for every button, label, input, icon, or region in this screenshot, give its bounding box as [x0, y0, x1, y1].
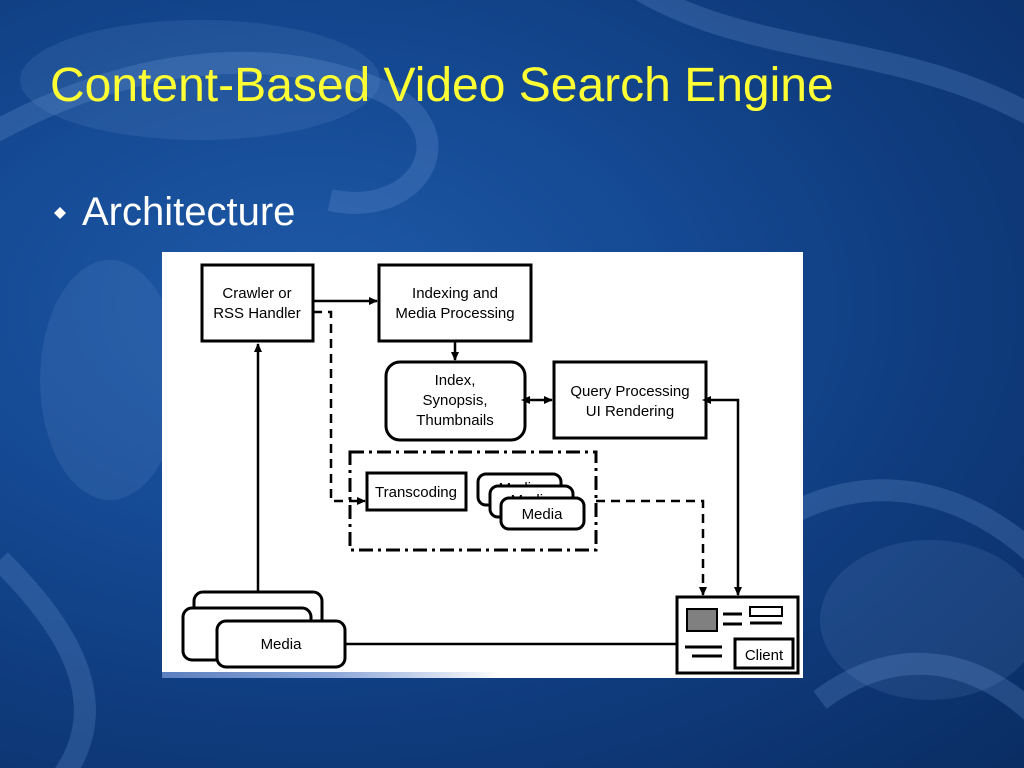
query-node: Query Processing UI Rendering [552, 360, 708, 440]
index-label-1: Index, [435, 372, 476, 389]
edge-query-client [702, 396, 742, 596]
transcoding-group [348, 450, 598, 552]
client-label: Client [745, 647, 784, 664]
transcoding-label: Transcoding [375, 484, 457, 501]
diagram-underline [162, 672, 502, 678]
indexing-label-2: Media Processing [395, 305, 514, 322]
transcoding-node: Transcoding [365, 471, 468, 512]
media-source-label: Media [261, 636, 303, 653]
media-stack: Media Media Media [476, 472, 586, 531]
bullet-text: Architecture [82, 190, 296, 234]
edge-crawler-transcoding [313, 310, 366, 505]
edge-transcoding-client [596, 499, 707, 596]
query-label-2: UI Rendering [586, 403, 674, 420]
client-node: Client [675, 595, 800, 675]
bullet-item: Architecture [52, 190, 295, 235]
indexing-node: Indexing and Media Processing [377, 263, 533, 343]
crawler-node: Crawler or RSS Handler [200, 263, 315, 343]
media-source-stack: Media [181, 590, 347, 669]
diamond-icon [54, 206, 66, 219]
index-store-node: Index, Synopsis, Thumbnails [384, 360, 527, 442]
index-label-3: Thumbnails [416, 412, 494, 429]
slide-title: Content-Based Video Search Engine [50, 59, 834, 112]
indexing-label-1: Indexing and [412, 285, 498, 302]
query-label-1: Query Processing [570, 383, 689, 400]
architecture-diagram: Crawler or RSS Handler Indexing and Medi… [162, 252, 803, 678]
index-label-2: Synopsis, [422, 392, 487, 409]
crawler-label-2: RSS Handler [213, 305, 301, 322]
crawler-label-1: Crawler or [222, 285, 291, 302]
media-stack-label: Media [522, 506, 564, 523]
monitor-icon [686, 608, 718, 632]
